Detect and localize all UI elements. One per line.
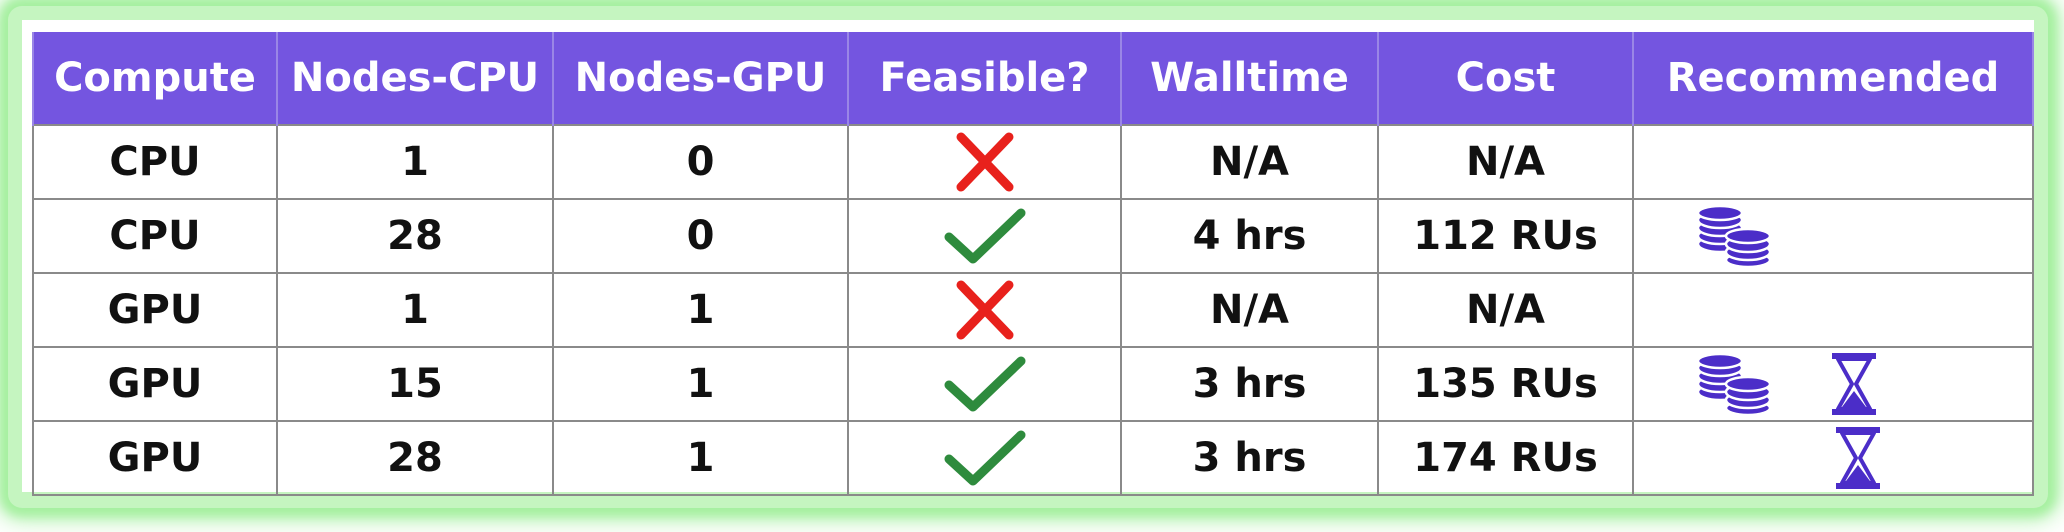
cell-compute: GPU: [32, 346, 278, 422]
cell-walltime: N/A: [1120, 124, 1379, 200]
header-cost: Cost: [1377, 32, 1634, 125]
header-row: Compute Nodes-CPU Nodes-GPU Feasible? Wa…: [32, 32, 2034, 125]
cell-feasible: [847, 124, 1122, 200]
header-recommended: Recommended: [1632, 32, 2034, 125]
cell-feasible: [847, 272, 1122, 348]
cell-cost: 135 RUs: [1377, 346, 1634, 422]
cell-nodes-gpu: 0: [552, 198, 849, 274]
cell-nodes-cpu: 1: [276, 124, 554, 200]
cell-nodes-gpu: 1: [552, 346, 849, 422]
cell-cost: N/A: [1377, 272, 1634, 348]
compute-options-table: Compute Nodes-CPU Nodes-GPU Feasible? Wa…: [32, 32, 2034, 496]
cell-feasible: [847, 420, 1122, 496]
cell-cost: N/A: [1377, 124, 1634, 200]
cell-compute: GPU: [32, 420, 278, 496]
header-compute: Compute: [32, 32, 278, 125]
cell-compute: CPU: [32, 124, 278, 200]
hourglass-icon: [1694, 425, 1884, 491]
cell-walltime: N/A: [1120, 272, 1379, 348]
cell-recommended: [1632, 198, 2034, 274]
hourglass-icon: [1828, 351, 1880, 417]
cell-nodes-cpu: 28: [276, 198, 554, 274]
cross-icon: [953, 279, 1017, 341]
cell-recommended: [1632, 272, 2034, 348]
cell-recommended: [1632, 124, 2034, 200]
table-panel: Compute Nodes-CPU Nodes-GPU Feasible? Wa…: [22, 20, 2034, 496]
cell-walltime: 3 hrs: [1120, 346, 1379, 422]
cell-cost: 174 RUs: [1377, 420, 1634, 496]
header-nodes-gpu: Nodes-GPU: [552, 32, 849, 125]
cell-nodes-cpu: 1: [276, 272, 554, 348]
cell-nodes-gpu: 1: [552, 420, 849, 496]
cell-cost: 112 RUs: [1377, 198, 1634, 274]
check-icon: [943, 427, 1027, 489]
check-icon: [943, 353, 1027, 415]
cell-nodes-gpu: 0: [552, 124, 849, 200]
header-feasible: Feasible?: [847, 32, 1122, 125]
coins-icon: [1694, 204, 1774, 268]
cell-walltime: 4 hrs: [1120, 198, 1379, 274]
cell-compute: CPU: [32, 198, 278, 274]
cell-nodes-cpu: 28: [276, 420, 554, 496]
cross-icon: [953, 131, 1017, 193]
cell-feasible: [847, 346, 1122, 422]
cell-compute: GPU: [32, 272, 278, 348]
cell-recommended: [1632, 346, 2034, 422]
glow-frame: Compute Nodes-CPU Nodes-GPU Feasible? Wa…: [8, 6, 2048, 508]
coins-icon: [1694, 352, 1774, 416]
header-nodes-cpu: Nodes-CPU: [276, 32, 554, 125]
cell-recommended: [1632, 420, 2034, 496]
cell-nodes-gpu: 1: [552, 272, 849, 348]
check-icon: [943, 205, 1027, 267]
cell-walltime: 3 hrs: [1120, 420, 1379, 496]
cell-feasible: [847, 198, 1122, 274]
header-walltime: Walltime: [1120, 32, 1379, 125]
cell-nodes-cpu: 15: [276, 346, 554, 422]
